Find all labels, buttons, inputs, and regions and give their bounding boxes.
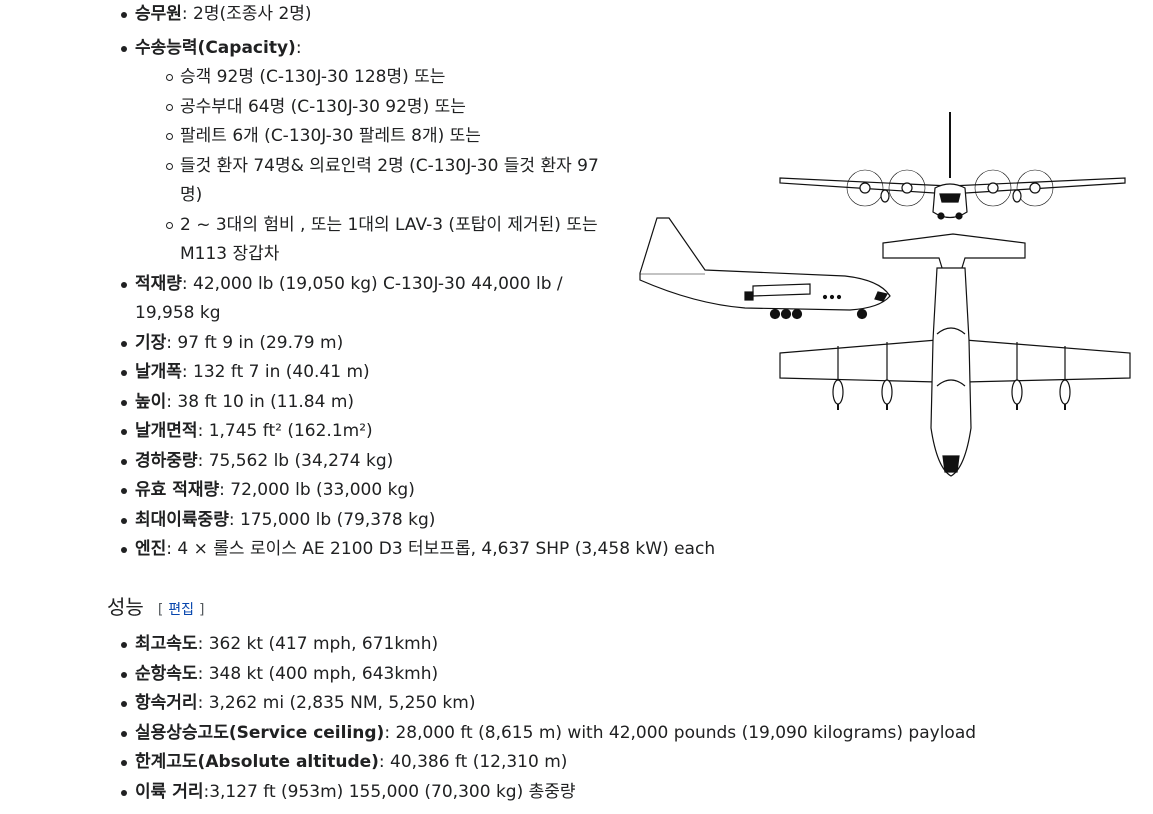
- perf-max-speed: 최고속도: 362 kt (417 mph, 671kmh): [117, 630, 1017, 660]
- spec-capacity: 수송능력(Capacity): 승객 92명 (C-130J-30 128명) …: [117, 34, 612, 270]
- spec-value: : 132 ft 7 in (40.41 m): [181, 362, 370, 382]
- perf-value: : 40,386 ft (12,310 m): [378, 752, 568, 772]
- spec-height: 높이: 38 ft 10 in (11.84 m): [117, 388, 612, 418]
- spec-value: : 1,745 ft² (162.1m²): [197, 421, 373, 441]
- spec-crew: 승무원: 2명(조종사 2명): [117, 0, 612, 30]
- spec-label: 날개폭: [135, 362, 182, 382]
- perf-value: : 348 kt (400 mph, 643kmh): [197, 663, 439, 684]
- spec-useful-load: 유효 적재량: 72,000 lb (33,000 kg): [117, 476, 612, 506]
- capacity-item: 팔레트 6개 (C-130J-30 팔레트 8개) 또는: [162, 122, 612, 152]
- spec-value: : 72,000 lb (33,000 kg): [219, 480, 415, 500]
- spec-label: 높이: [135, 391, 167, 412]
- perf-label: 최고속도: [135, 634, 198, 654]
- edit-bracket-open: [: [157, 602, 164, 618]
- spec-engine: 엔진: 4 × 롤스 로이스 AE 2100 D3 터보프롭, 4,637 SH…: [117, 535, 775, 565]
- edit-bracket-close: ]: [199, 602, 205, 618]
- spec-empty-weight: 경하중량: 75,562 lb (34,274 kg): [117, 447, 612, 477]
- spec-value: : 42,000 lb (19,050 kg) C-130J-30 44,000…: [135, 273, 563, 324]
- perf-absolute-altitude: 한계고도(Absolute altitude): 40,386 ft (12,3…: [117, 748, 1017, 778]
- aircraft-three-view-diagram: [639, 112, 1131, 477]
- side-view-drawing: [639, 217, 891, 320]
- spec-value: : 2명(조종사 2명): [181, 4, 312, 24]
- specifications-list: 승무원: 2명(조종사 2명) 수송능력(Capacity): 승객 92명 (…: [117, 0, 715, 565]
- spec-label: 날개면적: [135, 421, 198, 441]
- performance-list: 최고속도: 362 kt (417 mph, 671kmh) 순항속도: 348…: [117, 630, 1017, 807]
- spec-value: : 175,000 lb (79,378 kg): [228, 509, 436, 530]
- spec-value: : 97 ft 9 in (29.79 m): [166, 332, 344, 353]
- spec-label: 적재량: [135, 273, 182, 294]
- perf-value: : 28,000 ft (8,615 m) with 42,000 pounds…: [384, 722, 977, 743]
- capacity-item: 승객 92명 (C-130J-30 128명) 또는: [162, 63, 612, 93]
- spec-value: : 38 ft 10 in (11.84 m): [166, 391, 355, 412]
- perf-label: 이륙 거리: [135, 781, 204, 802]
- perf-value: : 3,262 mi (2,835 NM, 5,250 km): [197, 693, 476, 713]
- spec-label: 승무원: [135, 4, 182, 24]
- edit-section: [편집]: [158, 602, 205, 618]
- capacity-item: 공수부대 64명 (C-130J-30 92명) 또는: [162, 93, 612, 123]
- perf-label: 항속거리: [135, 693, 198, 713]
- capacity-item: 2 ~ 3대의 험비 , 또는 1대의 LAV-3 (포탑이 제거된) 또는 M…: [162, 211, 612, 270]
- spec-value: : 75,562 lb (34,274 kg): [197, 450, 394, 471]
- spec-label: 유효 적재량: [135, 480, 220, 500]
- spec-payload: 적재량: 42,000 lb (19,050 kg) C-130J-30 44,…: [117, 270, 612, 329]
- perf-label: 한계고도(Absolute altitude): [135, 752, 379, 772]
- perf-service-ceiling: 실용상승고도(Service ceiling): 28,000 ft (8,61…: [117, 719, 1017, 749]
- perf-cruise-speed: 순항속도: 348 kt (400 mph, 643kmh): [117, 660, 1017, 690]
- perf-value: : 362 kt (417 mph, 671kmh): [197, 634, 439, 654]
- spec-value: :: [295, 37, 302, 58]
- spec-label: 최대이륙중량: [135, 509, 229, 530]
- perf-value: :3,127 ft (953m) 155,000 (70,300 kg) 총중량: [203, 781, 576, 802]
- perf-label: 실용상승고도(Service ceiling): [135, 722, 385, 743]
- edit-link[interactable]: 편집: [168, 602, 195, 618]
- spec-wing-area: 날개면적: 1,745 ft² (162.1m²): [117, 417, 612, 447]
- spec-max-takeoff-weight: 최대이륙중량: 175,000 lb (79,378 kg): [117, 506, 612, 536]
- perf-takeoff-distance: 이륙 거리:3,127 ft (953m) 155,000 (70,300 kg…: [117, 778, 1017, 808]
- section-title: 성능: [107, 595, 144, 619]
- spec-label: 수송능력(Capacity): [135, 37, 296, 58]
- spec-length: 기장: 97 ft 9 in (29.79 m): [117, 329, 612, 359]
- performance-heading: 성능 [편집]: [107, 592, 205, 625]
- capacity-sublist: 승객 92명 (C-130J-30 128명) 또는 공수부대 64명 (C-1…: [162, 63, 612, 270]
- front-view-drawing: [779, 112, 1126, 220]
- spec-label: 기장: [135, 332, 167, 353]
- spec-label: 경하중량: [135, 450, 198, 471]
- spec-value: : 4 × 롤스 로이스 AE 2100 D3 터보프롭, 4,637 SHP …: [166, 539, 716, 559]
- spec-label: 엔진: [135, 539, 167, 559]
- top-view-drawing: [779, 233, 1131, 477]
- perf-label: 순항속도: [135, 663, 198, 684]
- capacity-item: 들것 환자 74명& 의료인력 2명 (C-130J-30 들것 환자 97 명…: [162, 152, 612, 211]
- perf-range: 항속거리: 3,262 mi (2,835 NM, 5,250 km): [117, 689, 1017, 719]
- spec-wingspan: 날개폭: 132 ft 7 in (40.41 m): [117, 358, 612, 388]
